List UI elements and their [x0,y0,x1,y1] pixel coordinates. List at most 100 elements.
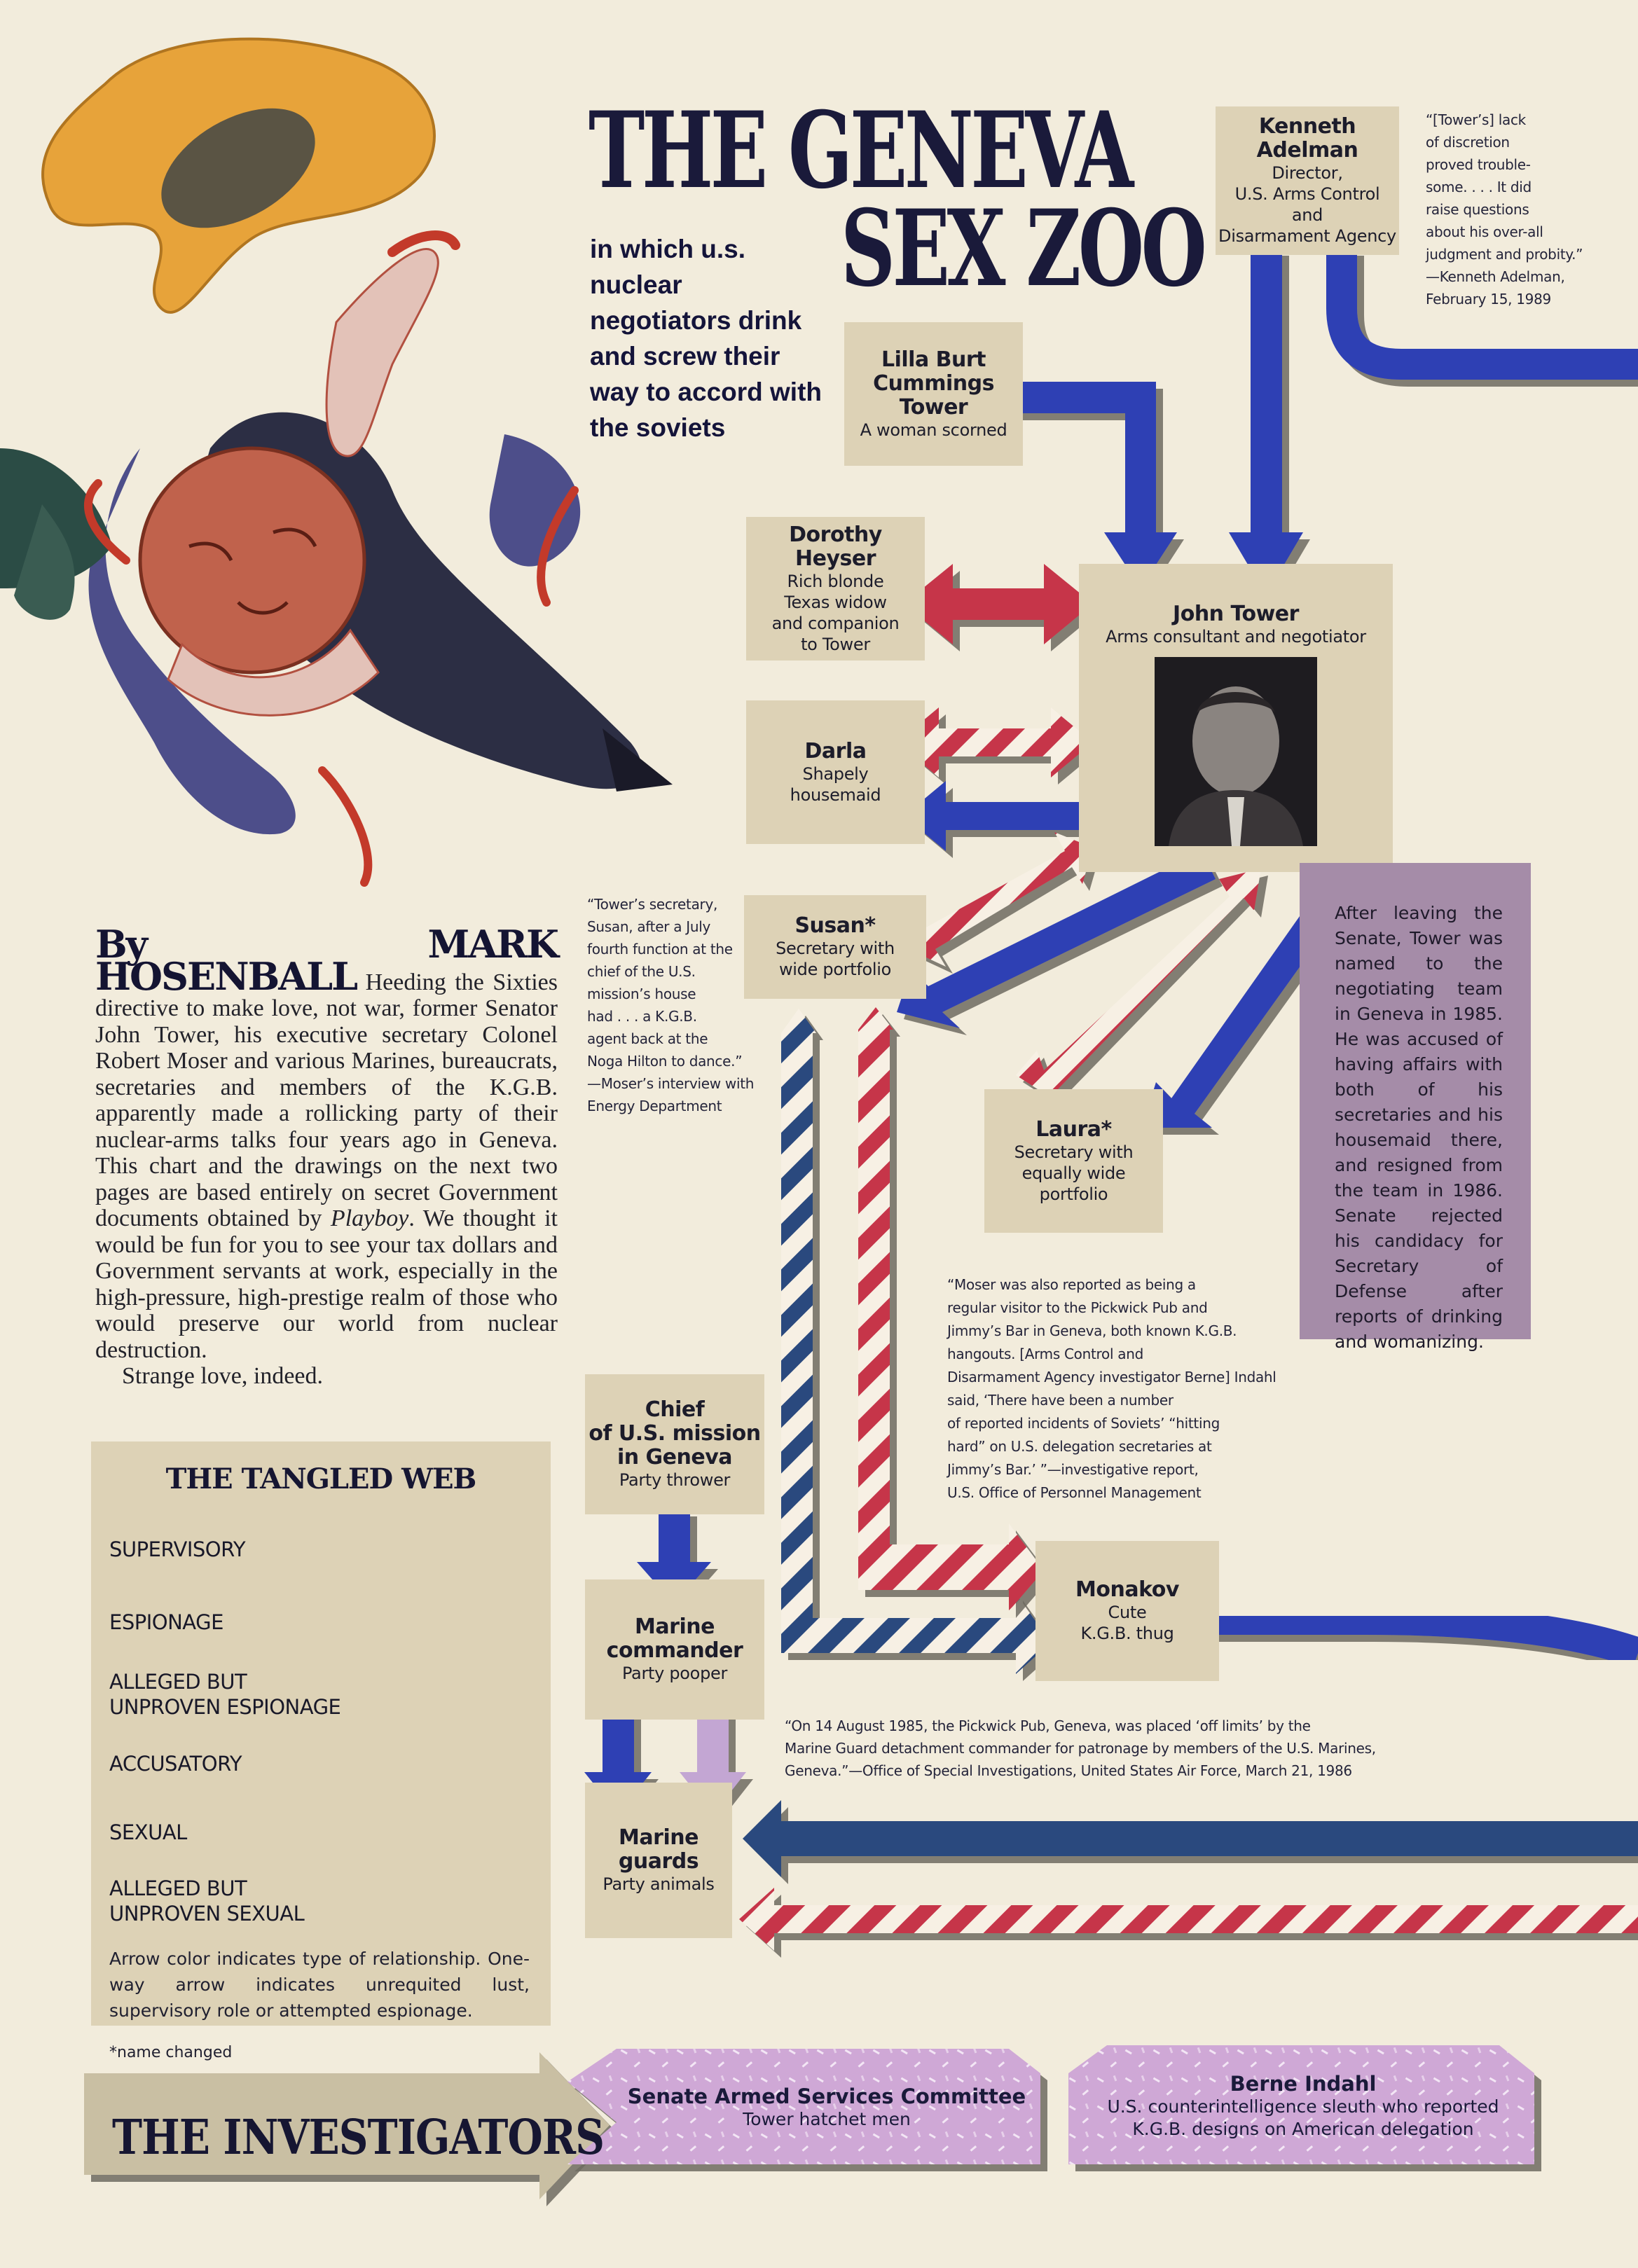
node-name-line: Tower [899,394,968,420]
arrow-lilla-to-tower [1009,382,1177,588]
quote-line: “[Tower’s] lack [1426,111,1526,128]
node-name-line: Cummings [873,371,994,396]
caricature-illustration [0,37,673,887]
node-john-tower: John Tower Arms consultant and negotiato… [1079,564,1393,872]
node-name: Laura* [1035,1116,1112,1142]
quote-line: Susan, after a July [587,918,710,935]
legend-label-line: ESPIONAGE [109,1610,223,1634]
quote-line: “On 14 August 1985, the Pickwick Pub, Ge… [785,1717,1311,1734]
node-name: Darla [804,738,867,763]
title-line-2: SEX ZOO [841,187,1207,310]
node-name-line: in Geneva [617,1445,733,1470]
legend-label-line: SUPERVISORY [109,1537,246,1561]
quote-line: hangouts. [Arms Control and [947,1346,1143,1362]
quote-line: of discretion [1426,134,1510,151]
node-name-line: of U.S. mission [589,1421,761,1446]
senate-banner-shape [567,2049,1040,2164]
quote-line: of reported incidents of Soviets’ “hitti… [947,1415,1220,1432]
node-desc-line: and companion [771,613,900,633]
quote-line: —Kenneth Adelman, [1426,268,1565,285]
quote-line: fourth function at the [587,941,733,957]
quote-line: said, ‘There have been a number [947,1392,1174,1409]
node-name-line: guards [618,1849,699,1874]
investigators-banner-arrow [84,2052,610,2199]
node-name: Kenneth Adelman [1256,114,1358,163]
subtitle: in which u.s. nuclear negotiators drink … [590,235,823,442]
node-desc-line: portfolio [1039,1184,1108,1204]
article-text-end: . We thought it would be fun for you to … [95,1205,558,1363]
legend-label-line: SEXUAL [109,1820,187,1844]
node-name-line: Marine [619,1825,698,1850]
node-desc: Party animals [603,1874,715,1894]
investigator-name: Senate Armed Services Committee [627,2084,1026,2108]
legend-label-accusatory: ACCUSATORY [109,1751,242,1776]
quote-line: hard” on U.S. delegation secretaries at [947,1438,1212,1455]
title-line-1: THE GENEVA [589,89,1134,212]
node-laura: Laura* Secretary with equally wide portf… [984,1089,1163,1233]
quote-line: judgment and probity.” [1426,246,1583,263]
quote-line: Marine Guard detachment commander for pa… [785,1740,1376,1757]
legend-label-line: ALLEGED BUT [109,1670,247,1694]
quote-line: raise questions [1426,201,1529,218]
quote-line: chief of the U.S. [587,963,696,980]
node-desc: Party pooper [621,1664,728,1683]
node-desc-line: Secretary with [776,939,895,958]
quote-line: mission’s house [587,986,696,1002]
article-closing: Strange love, indeed. [122,1363,324,1389]
node-desc-line: housemaid [790,784,881,805]
quote-line: Energy Department [587,1098,722,1114]
byline-article: By MARK HOSENBALL Heeding the Sixties di… [95,925,559,1390]
footnote: *name changed [109,2044,233,2061]
quote-line: agent back at the [587,1030,708,1047]
quote-line: Jimmy’s Bar in Geneva, both known K.G.B. [947,1322,1237,1339]
node-desc-line: and [1291,205,1323,225]
node-darla: Darla Shapely housemaid [746,700,925,844]
berne-banner-shape [1068,2045,1534,2164]
john-tower-photo [1155,657,1317,846]
quote-line: —Moser’s interview with [587,1075,755,1092]
node-name: Monakov [1075,1577,1179,1602]
node-lilla-burt-cummings-tower: Lilla Burt Cummings Tower A woman scorne… [844,322,1023,466]
sidebar-note: After leaving the Senate, Tower was name… [1300,863,1531,1352]
node-dorothy-heyser: Dorothy Heyser Rich blonde Texas widow a… [746,517,925,661]
arrow-sexual-striped-to-guards [739,1888,1638,1951]
quote-line: February 15, 1989 [1426,291,1551,307]
quote-line: about his over-all [1426,223,1543,240]
node-name-line: Lilla Burt [881,347,986,372]
legend-label-line: UNPROVEN SEXUAL [109,1902,305,1925]
node-name-line: commander [606,1638,743,1663]
node-desc-line: Rich blonde [787,571,884,591]
legend-panel: THE TANGLED WEB SUPERVISORY ESPIONAGE AL… [91,1441,551,2026]
quote-line: regular visitor to the Pickwick Pub and [947,1299,1208,1316]
node-desc: Arms consultant and negotiator [1106,627,1366,646]
arrow-susan-monakov-sexual [858,1007,1044,1611]
node-chief-of-mission: Chief of U.S. mission in Geneva Party th… [585,1374,764,1514]
quote-line: U.S. Office of Personnel Management [947,1484,1202,1501]
quote-line: Noga Hilton to dance.” [587,1053,743,1070]
arrow-dorothy-tower [904,564,1093,644]
node-desc-line: U.S. Arms Control [1234,184,1380,204]
line-adelman-offpage [1326,249,1638,380]
node-desc-line: Cute [1108,1603,1147,1622]
node-name: John Tower [1173,602,1299,626]
node-desc-line: wide portfolio [778,960,892,979]
node-desc-line: equally wide [1021,1163,1126,1183]
node-desc-line: Secretary with [1014,1142,1134,1162]
node-name: Susan* [794,913,876,938]
quote-line: Geneva.”—Office of Special Investigation… [785,1762,1352,1779]
investigator-name: Berne Indahl [1230,2072,1377,2096]
arrow-tower-laura-striped [1016,869,1261,1107]
node-marine-guards: Marine guards Party animals [585,1783,732,1938]
quote-line: some. . . . It did [1426,179,1532,195]
arrow-tower-to-susan [897,851,1216,1028]
arrow-susan-monakov-espionage [781,1009,1051,1674]
byline-name: By MARK HOSENBALL [95,922,559,999]
legend-label-alleged-sexual: ALLEGED BUT UNPROVEN SEXUAL [109,1876,305,1926]
node-desc-line: Texas widow [784,592,887,612]
node-desc: A woman scorned [860,420,1007,440]
node-monakov: Monakov Cute K.G.B. thug [1035,1541,1219,1681]
arrow-susan-tower-striped [904,832,1093,967]
page-title: THE GENEVA SEX ZOO [589,89,1207,336]
arrow-adelman-to-tower [1229,249,1303,595]
investigators-label: THE INVESTIGATORS [112,2110,605,2166]
